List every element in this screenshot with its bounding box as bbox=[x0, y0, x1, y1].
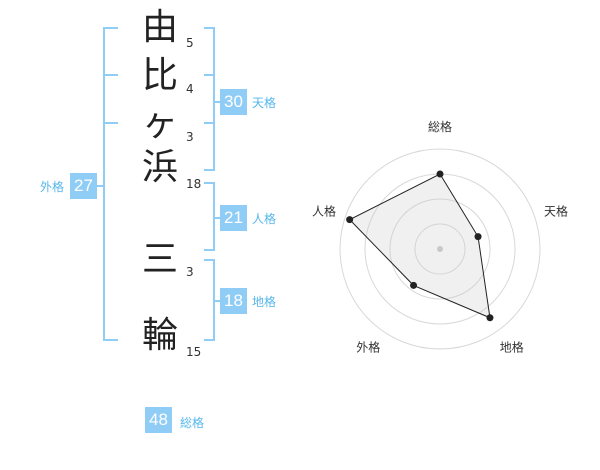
radar-ring bbox=[414, 223, 466, 275]
soukaku-value: 48 bbox=[145, 407, 172, 433]
jinkaku-label: 人格 bbox=[252, 212, 277, 226]
tenkaku-label: 天格 bbox=[252, 96, 277, 110]
radar-point bbox=[410, 281, 418, 289]
name-char-4: 浜 bbox=[141, 147, 178, 188]
radar-point bbox=[474, 233, 482, 241]
gaikaku-label: 外格 bbox=[40, 180, 65, 194]
name-char-5: 三 bbox=[141, 239, 178, 280]
tenkaku-value: 30 bbox=[220, 89, 247, 115]
stroke-count-5: 3 bbox=[186, 265, 194, 279]
radar-ring bbox=[389, 198, 491, 300]
name-char-2: 比 bbox=[141, 55, 178, 96]
tenkaku-bracket bbox=[204, 27, 215, 171]
stroke-count-4: 18 bbox=[186, 177, 202, 191]
stroke-count-1: 5 bbox=[186, 36, 194, 50]
radar-point bbox=[346, 216, 354, 224]
name-char-6: 輪 bbox=[141, 315, 178, 356]
name-char-1: 由 bbox=[141, 7, 178, 48]
gaikaku-value: 27 bbox=[70, 173, 97, 199]
chikaku-label: 地格 bbox=[252, 295, 277, 309]
stroke-count-3: 3 bbox=[186, 130, 194, 144]
chikaku-value: 18 bbox=[220, 288, 247, 314]
gaikaku-bracket bbox=[103, 27, 118, 341]
radar-axis-label: 外格 bbox=[356, 340, 380, 355]
soukaku-label: 総格 bbox=[180, 416, 205, 430]
radar-point bbox=[486, 314, 494, 322]
jinkaku-bracket bbox=[204, 182, 215, 251]
stroke-count-2: 4 bbox=[186, 82, 194, 96]
radar-center bbox=[437, 246, 443, 252]
name-char-3: ヶ bbox=[141, 103, 178, 144]
radar-axis-label: 天格 bbox=[544, 203, 568, 218]
radar-ring bbox=[339, 148, 541, 350]
radar-axis-label: 人格 bbox=[312, 203, 336, 218]
radar-axis-label: 総格 bbox=[428, 119, 452, 134]
stroke-count-6: 15 bbox=[186, 345, 202, 359]
radar-series bbox=[348, 173, 491, 319]
radar-point bbox=[436, 170, 444, 178]
jinkaku-value: 21 bbox=[220, 205, 247, 231]
radar-axis-label: 地格 bbox=[500, 340, 524, 355]
